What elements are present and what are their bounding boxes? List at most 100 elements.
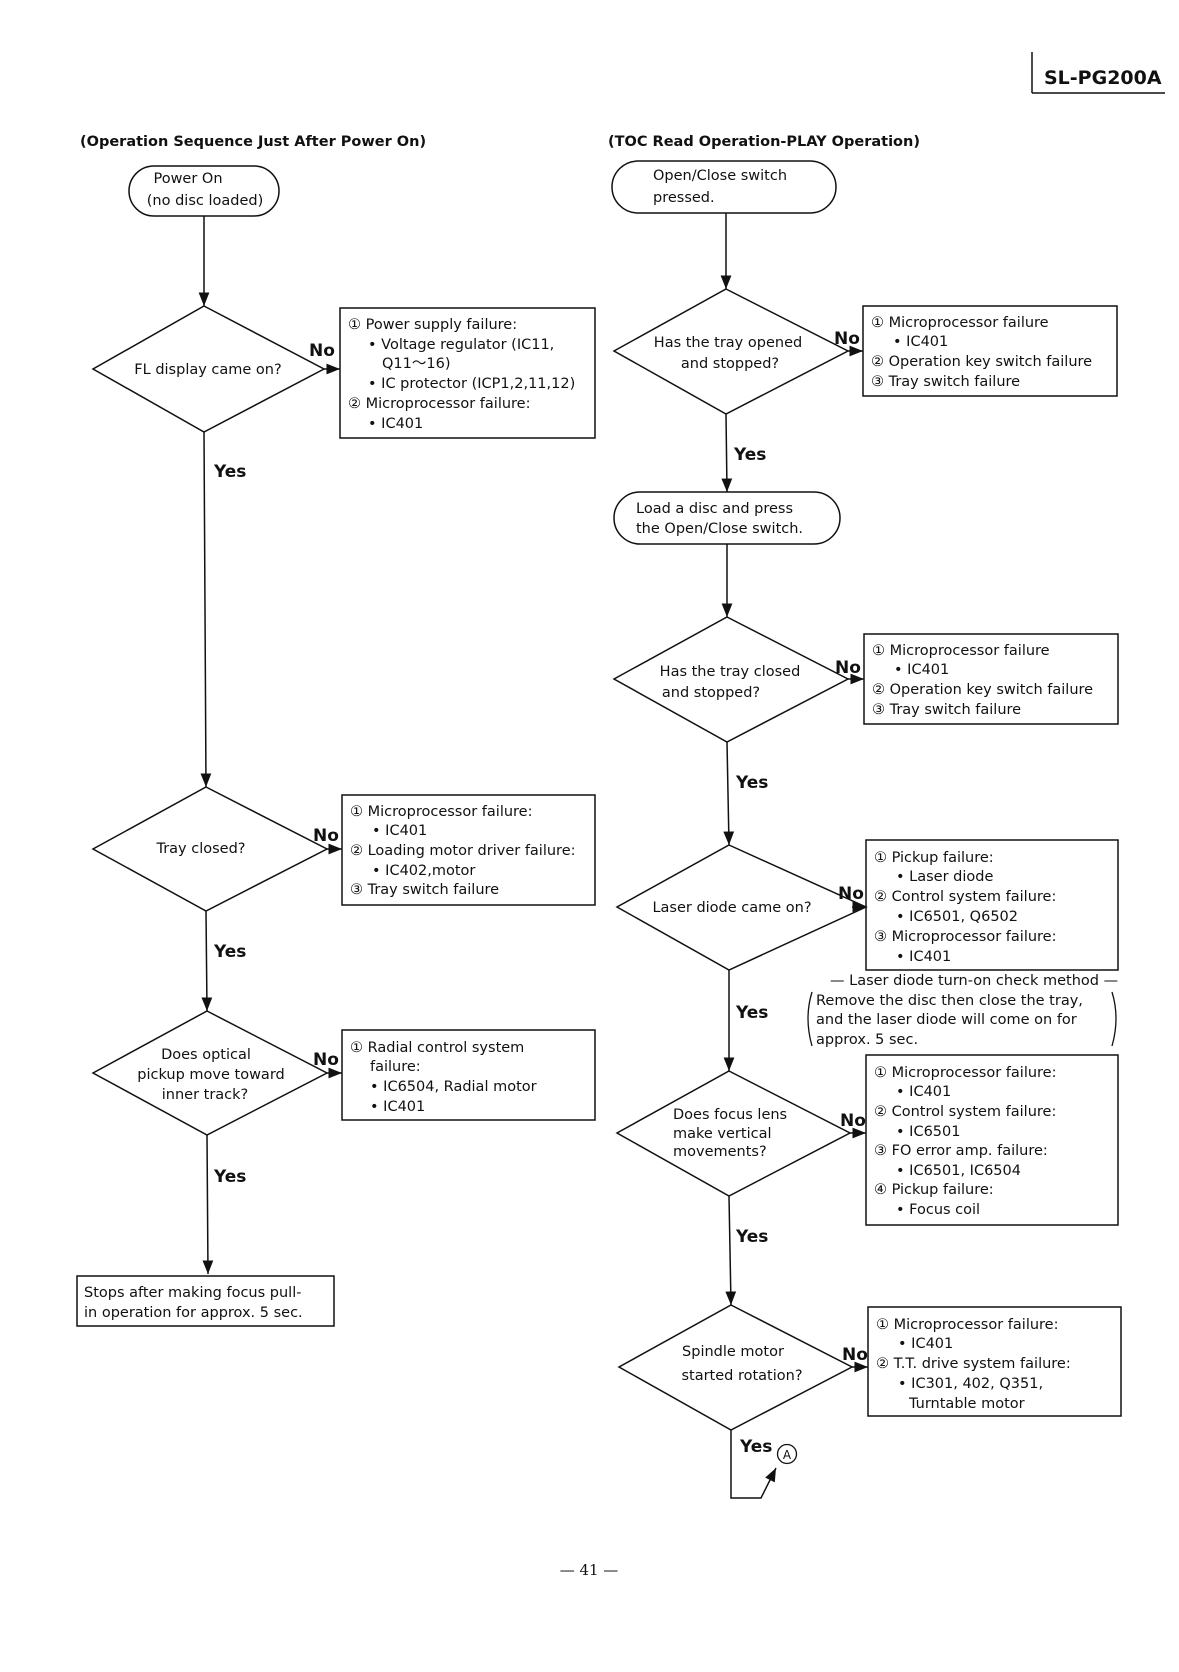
fail-tray-line: • IC401 [372,823,427,839]
laser-note-title: — Laser diode turn-on check method — [830,973,1118,989]
failure-box-optical-pickup: ① Radial control system failure: • IC650… [341,1029,596,1121]
fail-open-line: • IC401 [893,334,948,350]
decision-tray-closed-text: Tray closed? [155,841,245,857]
fail-closed-line: ① Microprocessor failure [872,643,1050,659]
left-start-line-1: Power On [153,171,222,187]
fail-closed-line: ③ Tray switch failure [872,702,1021,718]
fail-laser-line: • IC6501, Q6502 [896,909,1018,925]
fail-focus-line: • IC401 [896,1084,951,1100]
left-start-terminal: Power On (no disc loaded) [128,165,280,217]
decision-tray-closed-stopped: Has the tray closed and stopped? [612,616,850,743]
no-label-tray: No [313,826,339,846]
decision-spindle-motor: Spindle motor started rotation? [617,1304,854,1431]
decision-tray-closed: Tray closed? [91,786,329,912]
right-start-line: Open/Close switch [653,168,787,184]
left-start-line-2: (no disc loaded) [147,193,263,209]
decision-spindle-line: started rotation? [681,1368,802,1384]
decision-tray-opened: Has the tray opened and stopped? [612,288,850,415]
fail-spindle-line: • IC401 [898,1336,953,1352]
decision-pickup-line: Does optical [161,1047,251,1063]
connector-a-letter: A [783,1448,792,1462]
failure-box-fl-display: ① Power supply failure: • Voltage regula… [339,307,596,439]
failure-box-laser-diode: ① Pickup failure: • Laser diode ② Contro… [865,839,1119,971]
decision-open-line: Has the tray opened [654,335,802,351]
page-number: — 41 — [560,1561,619,1579]
fail-pickup-line: failure: [370,1059,421,1075]
fail-tray-line: ② Loading motor driver failure: [350,843,576,859]
decision-optical-pickup: Does optical pickup move toward inner tr… [91,1010,329,1136]
yes-label-spindle: Yes [739,1437,772,1457]
right-start-terminal: Open/Close switch pressed. [611,160,837,214]
fail-open-line: ② Operation key switch failure [871,354,1092,370]
fail-pickup-line: • IC401 [370,1099,425,1115]
decision-focus-lens: Does focus lens make vertical movements? [615,1070,852,1197]
fail-open-line: ③ Tray switch failure [871,374,1020,390]
decision-closed-line: Has the tray closed [660,664,801,680]
fail-open-line: ① Microprocessor failure [871,315,1049,331]
fail-spindle-line: ② T.T. drive system failure: [876,1356,1071,1372]
yes-label-pickup: Yes [213,1167,246,1187]
yes-label-laser: Yes [735,1003,768,1023]
yes-label-fl: Yes [213,462,246,482]
fail-fl-line: • Voltage regulator (IC11, [368,337,554,353]
fail-pickup-line: • IC6504, Radial motor [370,1079,537,1095]
fail-closed-line: ② Operation key switch failure [872,682,1093,698]
fail-laser-line: ② Control system failure: [874,889,1056,905]
fail-focus-line: ① Microprocessor failure: [874,1065,1056,1081]
decision-focus-line: make vertical [673,1126,771,1142]
fail-fl-line: • IC protector (ICP1,2,11,12) [368,376,575,392]
no-label-pickup: No [313,1050,339,1070]
decision-focus-line: Does focus lens [673,1107,787,1123]
no-label-closed: No [835,658,861,678]
laser-note-line: and the laser diode will come on for [816,1012,1077,1028]
fail-focus-line: • IC6501, IC6504 [896,1163,1021,1179]
decision-laser-text: Laser diode came on? [652,900,811,916]
decision-pickup-line: inner track? [162,1087,249,1103]
load-disc-terminal: Load a disc and press the Open/Close swi… [613,491,841,545]
decision-closed-line: and stopped? [662,685,760,701]
laser-check-note: — Laser diode turn-on check method — Rem… [807,973,1118,1048]
fail-laser-line: ③ Microprocessor failure: [874,929,1056,945]
fail-laser-line: • IC401 [896,949,951,965]
fail-tray-line: ① Microprocessor failure: [350,804,532,820]
fail-focus-line: • IC6501 [896,1124,960,1140]
failure-box-focus-lens: ① Microprocessor failure: • IC401 ② Cont… [865,1054,1119,1226]
fail-focus-line: ② Control system failure: [874,1104,1056,1120]
decision-pickup-line: pickup move toward [137,1067,284,1083]
fail-spindle-line: • IC301, 402, Q351, [898,1376,1043,1392]
laser-note-line: Remove the disc then close the tray, [816,993,1083,1009]
no-label-spindle: No [842,1345,868,1365]
connector-a-path: Yes A [730,1430,798,1499]
decision-laser-diode: Laser diode came on? [615,844,868,971]
fail-focus-line: • Focus coil [896,1202,980,1218]
decision-fl-display: FL display came on? [91,305,326,433]
decision-spindle-line: Spindle motor [682,1344,784,1360]
fail-laser-line: ① Pickup failure: [874,850,994,866]
load-box-line: the Open/Close switch. [636,521,803,537]
fail-focus-line: ④ Pickup failure: [874,1182,994,1198]
end-box-line: in operation for approx. 5 sec. [84,1305,303,1321]
yes-label-opened: Yes [733,445,766,465]
fail-pickup-line: ① Radial control system [350,1040,524,1056]
yes-label-focus: Yes [735,1227,768,1247]
no-label-focus: No [840,1111,866,1131]
failure-box-tray-closed-stopped: ① Microprocessor failure • IC401 ② Opera… [863,633,1119,725]
no-label-opened: No [834,329,860,349]
fail-fl-line: • IC401 [368,416,423,432]
fail-tray-line: ③ Tray switch failure [350,882,499,898]
fail-tray-line: • IC402,motor [372,863,475,879]
no-label-fl: No [309,341,335,361]
yes-label-tray: Yes [213,942,246,962]
fail-fl-line: Q11～16) [382,356,450,372]
decision-focus-line: movements? [673,1144,767,1160]
model-tag: SL-PG200A [1031,52,1165,94]
fail-fl-line: ② Microprocessor failure: [348,396,530,412]
decision-open-line: and stopped? [681,356,779,372]
fail-focus-line: ③ FO error amp. failure: [874,1143,1048,1159]
end-box-line: Stops after making focus pull- [84,1285,301,1301]
fail-fl-line: ① Power supply failure: [348,317,517,333]
failure-box-tray-closed: ① Microprocessor failure: • IC401 ② Load… [341,794,596,906]
fail-closed-line: • IC401 [894,662,949,678]
load-box-line: Load a disc and press [636,501,793,517]
